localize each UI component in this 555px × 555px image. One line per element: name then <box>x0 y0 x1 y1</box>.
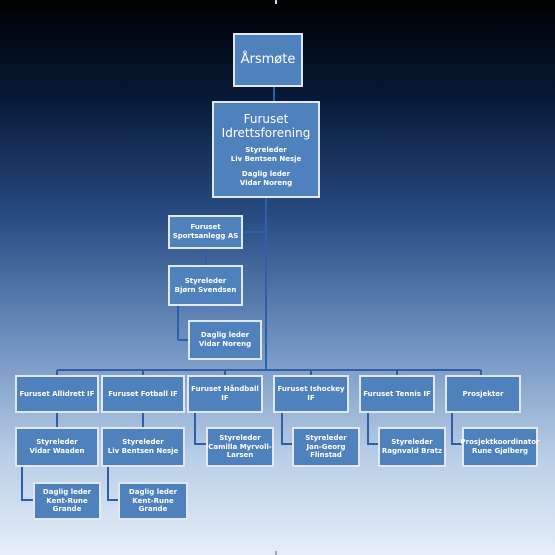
club-chair-box-ishockey: Styreleder Jan-Georg Flinstad <box>292 427 360 467</box>
main-name-line2: Idrettsforening <box>221 126 311 140</box>
top-edge-mark <box>275 0 277 4</box>
sportsanlegg-manager-box: Daglig leder Vidar Noreng <box>188 320 262 360</box>
club-name-fotball: Furuset Fotball IF <box>108 389 178 398</box>
club-chair-name-allidrett: Vidar Waaden <box>29 447 85 455</box>
main-name-line1: Furuset <box>243 111 289 126</box>
club-box-handball: Furuset Håndball IF <box>187 375 263 413</box>
club-chair-role-tennis: Styreleder <box>391 438 433 447</box>
club-manager-name-allidrett: Kent-Rune Grande <box>46 496 88 514</box>
club-name-prosjekter: Prosjekter <box>462 389 504 398</box>
sportsanlegg-manager-role: Daglig leder <box>200 331 250 340</box>
main-role1: Styreleder <box>245 146 287 155</box>
club-chair-role-fotball: Styreleder <box>122 438 164 447</box>
club-box-allidrett: Furuset Allidrett IF <box>15 375 99 413</box>
club-chair-role-allidrett: Styreleder <box>36 438 78 447</box>
club-manager-box-fotball: Daglig leder Kent-Rune Grande <box>118 482 188 520</box>
connector-handball-chair <box>194 413 206 445</box>
main-person1: Liv Bentsen Nesje <box>230 155 302 164</box>
root-title: Årsmøte <box>240 51 296 67</box>
club-name-ishockey: Furuset Ishockey IF <box>277 385 345 402</box>
club-chair-name-prosjekter: Rune Gjølberg <box>471 447 529 455</box>
connector-allidrett-manager <box>21 467 33 501</box>
club-chair-box-fotball: Styreleder Liv Bentsen Nesje <box>101 427 185 467</box>
main-box-furuset-if: Furuset Idrettsforening Styreleder Liv B… <box>212 101 320 198</box>
club-box-tennis: Furuset Tennis IF <box>359 375 435 413</box>
sportsanlegg-manager-name: Vidar Noreng <box>198 340 252 348</box>
club-chair-role-handball: Styreleder <box>219 433 261 442</box>
club-box-ishockey: Furuset Ishockey IF <box>273 375 349 413</box>
sportsanlegg-name: Furuset Sportsanlegg AS <box>172 223 239 240</box>
club-chair-role-prosjekter: Prosjektkoordinator <box>460 438 540 447</box>
club-chair-box-prosjekter: Prosjektkoordinator Rune Gjølberg <box>460 427 540 467</box>
connector-ishockey-chair <box>281 413 292 445</box>
connector-prosjekter-chair <box>451 413 462 445</box>
club-name-allidrett: Furuset Allidrett IF <box>19 389 95 398</box>
main-role2: Daglig leder <box>241 169 291 178</box>
club-chair-box-tennis: Styreleder Ragnvald Bratz <box>378 427 446 467</box>
club-manager-role-fotball: Daglig leder <box>128 487 178 496</box>
club-chair-role-ishockey: Styreleder <box>305 433 347 442</box>
root-box-arsmote: Årsmøte <box>233 33 303 87</box>
main-person2: Vidar Noreng <box>239 178 293 187</box>
club-chair-name-handball: Camilla Myrvoll-Larsen <box>208 442 272 460</box>
sportsanlegg-chair-box: Styreleder Bjørn Svendsen <box>168 265 243 306</box>
club-manager-name-fotball: Kent-Rune Grande <box>132 496 174 514</box>
club-manager-role-allidrett: Daglig leder <box>42 487 92 496</box>
sportsanlegg-box: Furuset Sportsanlegg AS <box>168 215 243 249</box>
connector-tennis-chair <box>367 413 378 445</box>
club-box-prosjekter: Prosjekter <box>445 375 521 413</box>
club-chair-name-fotball: Liv Bentsen Nesje <box>107 447 179 455</box>
club-chair-box-handball: Styreleder Camilla Myrvoll-Larsen <box>206 427 274 467</box>
club-manager-box-allidrett: Daglig leder Kent-Rune Grande <box>33 482 101 520</box>
bottom-edge-mark <box>275 551 277 555</box>
club-name-handball: Furuset Håndball IF <box>191 385 259 402</box>
connector-fotball-manager <box>107 467 118 501</box>
club-chair-box-allidrett: Styreleder Vidar Waaden <box>15 427 99 467</box>
sportsanlegg-chair-name: Bjørn Svendsen <box>174 285 237 294</box>
club-name-tennis: Furuset Tennis IF <box>363 389 431 398</box>
club-box-fotball: Furuset Fotball IF <box>101 375 185 413</box>
sportsanlegg-chair-role: Styreleder <box>184 276 227 285</box>
club-chair-name-ishockey: Jan-Georg Flinstad <box>306 442 346 460</box>
club-chair-name-tennis: Ragnvald Bratz <box>381 447 443 455</box>
